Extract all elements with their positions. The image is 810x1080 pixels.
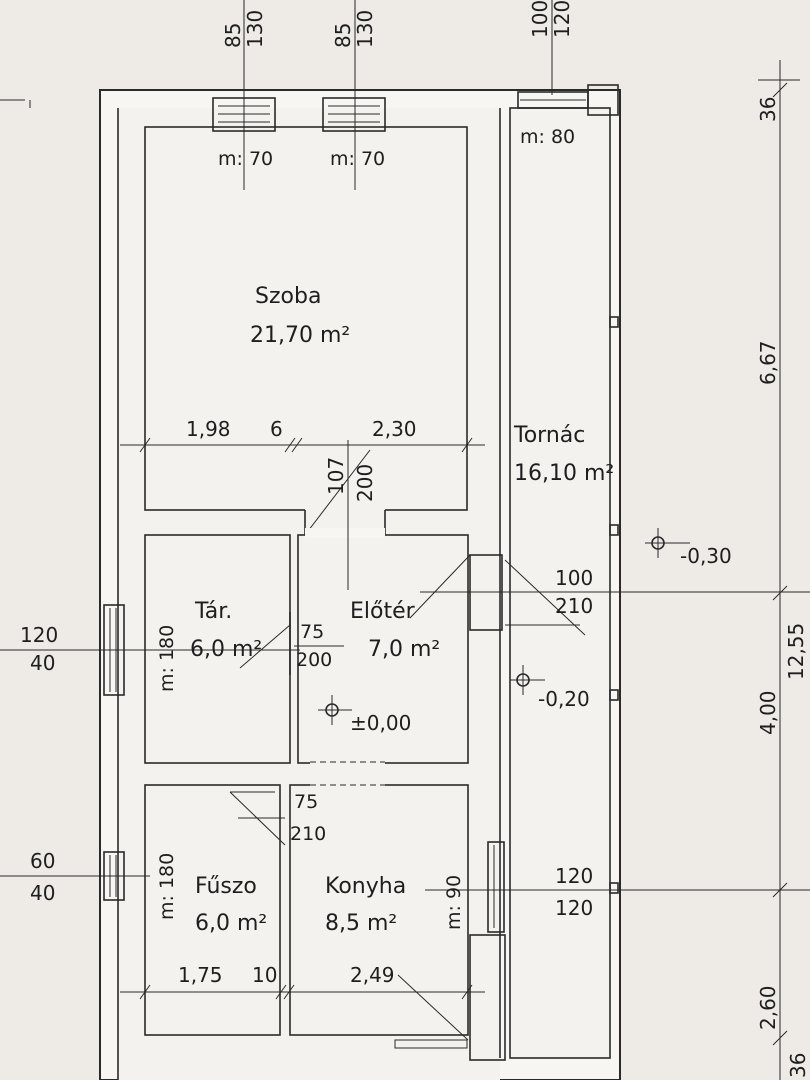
dim-right-36-bottom: 36	[786, 1053, 810, 1078]
window-top-3-sill: m: 80	[520, 126, 575, 148]
door-swing	[397, 974, 469, 1041]
room-tornac-name: Tornác	[513, 423, 585, 448]
window-left-2-sill: m: 180	[156, 853, 178, 920]
door-tar-height: 200	[296, 649, 332, 671]
window-top-3	[517, 91, 589, 109]
dim-szoba-gap: 6	[270, 417, 283, 441]
door-fuszo-height: 210	[290, 823, 326, 845]
door-sill	[394, 1039, 468, 1049]
window-top-3-width: 100	[528, 0, 552, 38]
dim-wall-10: 10	[252, 963, 277, 987]
door-side-height: 120	[555, 896, 593, 920]
room-fuszo-name: Fűszo	[195, 874, 257, 899]
door-gap	[305, 505, 385, 515]
door-swing	[504, 559, 586, 636]
door-entrance-height: 210	[555, 594, 593, 618]
dim-tick	[139, 984, 151, 1000]
window-top-3-height: 120	[550, 0, 574, 38]
dim-fuszo-width: 1,75	[178, 963, 223, 987]
dim-szoba-w1: 1,98	[186, 417, 231, 441]
door-swing	[304, 449, 371, 536]
room-konyha-area: 8,5 m²	[325, 911, 397, 936]
dim-tick	[291, 437, 303, 453]
tornac-posts	[609, 316, 619, 894]
door-tar-width: 75	[300, 621, 324, 643]
dim-konyha-width: 2,49	[350, 963, 395, 987]
room-konyha-name: Konyha	[325, 874, 406, 899]
window-top-2-height: 130	[353, 10, 377, 48]
room-eloter-name: Előtér	[350, 599, 416, 624]
room-tar-area: 6,0 m²	[190, 637, 262, 662]
door-gap	[305, 528, 385, 538]
dim-tick	[461, 437, 473, 453]
room-fuszo	[144, 784, 281, 1036]
door-side-width: 120	[555, 864, 593, 888]
window-top-1-height: 130	[243, 10, 267, 48]
level-tornac: -0,30	[680, 544, 732, 568]
level-marker-eloter	[318, 695, 352, 725]
window-left-1-sill: m: 180	[156, 625, 178, 692]
door-entrance-width: 100	[555, 566, 593, 590]
dim-tick	[461, 984, 473, 1000]
dim-right-667: 6,67	[756, 340, 780, 385]
dim-tick	[772, 1030, 788, 1046]
tornac-floor	[509, 107, 611, 1059]
dim-tick	[284, 437, 296, 453]
dim-tick	[772, 585, 788, 601]
door-swing	[409, 554, 471, 619]
dim-right-1255: 12,55	[784, 623, 808, 680]
window-left-2-height: 40	[30, 881, 55, 905]
window-left-2-width: 60	[30, 849, 55, 873]
dim-szoba-w2: 2,30	[372, 417, 417, 441]
dim-tick	[275, 984, 287, 1000]
door-szoba-height: 200	[353, 464, 377, 502]
window-left-1-width: 120	[20, 623, 58, 647]
room-szoba-area: 21,70 m²	[250, 323, 350, 348]
level-marker-tornac	[645, 528, 690, 558]
level-marker-porch	[510, 665, 545, 695]
door-fuszo-width: 75	[294, 791, 318, 813]
door-swing	[239, 624, 291, 669]
dim-tick	[139, 437, 151, 453]
room-tar-name: Tár.	[194, 599, 232, 624]
window-top-2-sill: m: 70	[330, 148, 385, 170]
window-konyha	[487, 841, 505, 933]
window-konyha-sill: m: 90	[443, 875, 465, 930]
room-fuszo-area: 6,0 m²	[195, 911, 267, 936]
door-szoba-width: 107	[324, 457, 348, 495]
level-porch: -0,20	[538, 687, 590, 711]
window-left-1-height: 40	[30, 651, 55, 675]
dim-right-36-top: 36	[756, 97, 780, 122]
room-eloter-area: 7,0 m²	[368, 637, 440, 662]
room-szoba-name: Szoba	[255, 284, 321, 309]
column	[469, 934, 506, 1061]
window-top-1-width: 85	[221, 23, 245, 48]
window-top-1-sill: m: 70	[218, 148, 273, 170]
window-top-2-width: 85	[331, 23, 355, 48]
dim-right-400: 4,00	[756, 690, 780, 735]
window-top-2	[322, 97, 386, 132]
interior	[118, 108, 500, 1080]
level-eloter: ±0,00	[350, 711, 411, 735]
dim-right-260: 2,60	[756, 985, 780, 1030]
dim-tick	[283, 984, 295, 1000]
dim-tick	[772, 882, 788, 898]
dim-tick	[772, 82, 788, 98]
room-tornac-area: 16,10 m²	[514, 461, 614, 486]
